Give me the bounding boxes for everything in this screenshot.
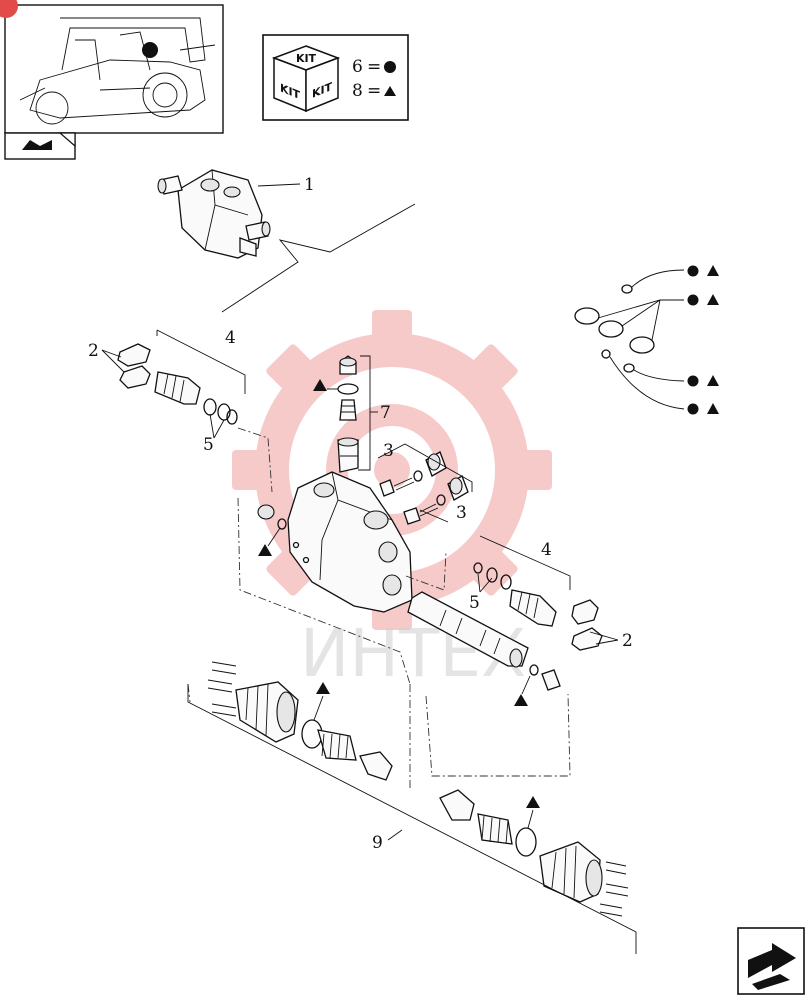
o-ring <box>277 518 287 530</box>
callout-3-lower: 3 <box>456 503 467 523</box>
centerline-left <box>237 427 273 493</box>
circle-symbol-icon <box>687 375 699 387</box>
seal-icon <box>0 0 18 18</box>
circle-symbol-icon <box>687 265 699 277</box>
o-ring <box>529 664 539 676</box>
bracket-4-left <box>156 329 246 394</box>
centerline-cap-right <box>425 693 571 777</box>
circle-symbol-icon <box>384 61 396 73</box>
leader-line-9 <box>387 829 403 841</box>
circle-symbol-icon <box>687 294 699 306</box>
triangle-symbol-icon <box>313 379 327 391</box>
callout-7: 7 <box>380 403 391 423</box>
left-connector-group <box>117 343 238 425</box>
triangle-symbol-icon <box>316 682 330 694</box>
triangle-symbol-icon <box>384 86 396 96</box>
valve-body <box>287 471 413 613</box>
right-connector-group <box>473 562 603 651</box>
leader-line-3-lower <box>419 509 449 523</box>
triangle-symbol-icon <box>258 544 272 556</box>
kit-legend-number-2: 8 <box>352 81 363 101</box>
centerline-body-right <box>405 551 447 591</box>
callout-5-right: 5 <box>469 593 480 613</box>
break-line <box>221 203 416 313</box>
triangle-symbol-icon <box>707 403 719 414</box>
leader-line-2-left <box>101 349 125 373</box>
leader-line-triangle-cap-left <box>313 695 324 721</box>
callout-1: 1 <box>304 175 315 195</box>
callout-9: 9 <box>372 833 383 853</box>
seal-plug <box>257 504 275 520</box>
callout-2-left: 2 <box>88 341 99 361</box>
triangle-symbol-icon <box>707 294 719 305</box>
triangle-symbol-icon <box>707 375 719 386</box>
leader-line-triangle-spool <box>521 675 531 695</box>
bracket-3-upper <box>377 443 473 492</box>
spool-cap <box>541 669 561 691</box>
leader-line-triangle-cap-right <box>527 809 534 829</box>
kit-legend-equals-2: = <box>367 81 381 101</box>
bracket-9 <box>187 684 637 954</box>
callout-4-right: 4 <box>541 540 552 560</box>
triangle-symbol-icon <box>526 796 540 808</box>
kit-cube-icon: KIT KIT KIT <box>271 45 341 113</box>
callout-4-left: 4 <box>225 328 236 348</box>
kit-legend-number-1: 6 <box>352 57 363 77</box>
bracket-7 <box>358 355 371 471</box>
right-end-cap-group <box>439 789 629 917</box>
kit-legend-box: KIT KIT KIT 6 = 8 = <box>262 34 409 121</box>
spool <box>407 591 529 668</box>
bracket-4-right <box>479 535 571 590</box>
triangle-symbol-icon <box>514 694 528 706</box>
callout-3-upper: 3 <box>383 441 394 461</box>
next-page-arrow-icon[interactable] <box>737 927 805 995</box>
leader-line-triangle-body <box>267 527 281 547</box>
kit-label-top: KIT <box>296 52 317 65</box>
leader-line-5-right <box>477 573 493 593</box>
relief-valve-stack <box>337 355 359 473</box>
triangle-symbol-icon <box>707 265 719 276</box>
left-end-cap-group <box>207 661 393 781</box>
callout-2-right: 2 <box>622 631 633 651</box>
tractor-thumbnail <box>0 0 224 160</box>
callout-5-left: 5 <box>203 435 214 455</box>
leader-line-5-left <box>209 413 225 439</box>
centerline-body-left <box>237 497 411 685</box>
check-valve-group <box>379 451 469 525</box>
kit-legend-equals-1: = <box>367 57 381 77</box>
leader-line-1 <box>257 183 301 187</box>
book-navigation-icon <box>22 140 52 150</box>
leader-line-2-right <box>589 631 619 645</box>
seal-kit-group <box>574 265 719 415</box>
valve-section-assembly <box>157 169 271 259</box>
circle-symbol-icon <box>687 403 699 415</box>
